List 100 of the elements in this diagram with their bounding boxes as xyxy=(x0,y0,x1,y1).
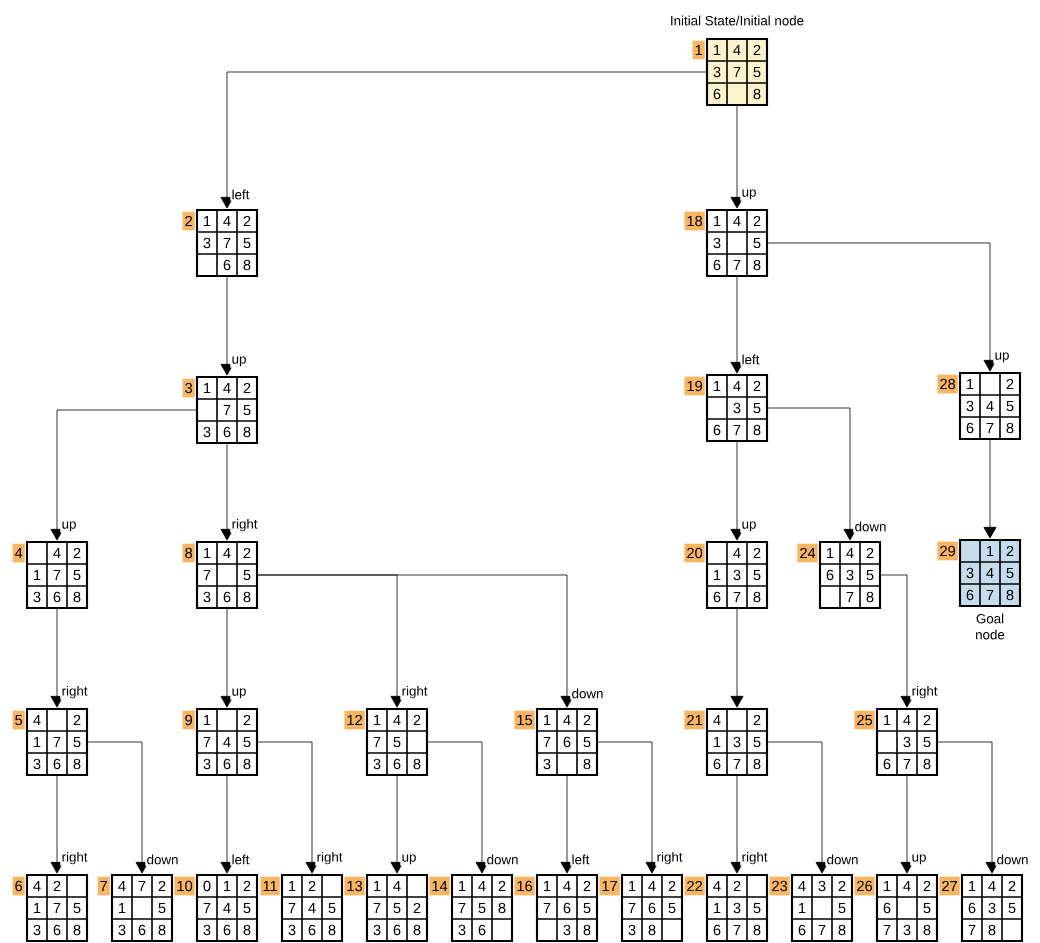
puzzle-grid: 1 4 2 7 5 8 3 6 xyxy=(450,873,514,943)
number-tag: 10 xyxy=(174,876,195,896)
node-label: 5 xyxy=(753,569,761,581)
node-label: 4 xyxy=(563,880,571,892)
edge-label: up xyxy=(230,687,248,700)
edge-label: up xyxy=(740,188,758,201)
node-label: 3 xyxy=(733,736,741,748)
node-label: 1 xyxy=(884,880,891,892)
puzzle-grid: 4 3 2 1 5 6 7 8 xyxy=(790,873,854,943)
node-label: 6 xyxy=(223,259,231,271)
puzzle-grid: 1 4 2 6 5 7 3 8 xyxy=(875,873,939,943)
node-label: 7 xyxy=(373,736,381,748)
node-label: 1 xyxy=(119,902,126,914)
node-label: 3 xyxy=(118,924,126,936)
puzzle-grid: 0 1 2 7 4 5 3 6 8 xyxy=(195,873,259,943)
node-label: 2 xyxy=(243,547,251,559)
node-label: 4 xyxy=(648,880,656,892)
number-tag: 1 xyxy=(692,40,705,60)
node-label: 2 xyxy=(923,714,931,726)
arrow xyxy=(87,741,149,874)
puzzle-grid: 1 4 2 7 6 5 3 8 xyxy=(535,873,599,943)
number-tag: 22 xyxy=(684,876,705,896)
node-label: 2 xyxy=(583,880,591,892)
edge-label: right xyxy=(60,684,89,700)
number-tag: 13 xyxy=(344,876,365,896)
node-label: 4 xyxy=(223,736,231,748)
node-label: 2 xyxy=(243,382,251,394)
node-label: 7 xyxy=(138,880,146,892)
number-tag: 8 xyxy=(182,543,195,563)
node-label: 5 xyxy=(753,902,761,914)
node-label: 5 xyxy=(73,902,81,914)
edge-label: down xyxy=(570,687,605,700)
node-label: 1 xyxy=(544,714,551,726)
node-label: 5 xyxy=(73,569,81,581)
node-label: 1 xyxy=(374,880,381,892)
edge-label: right xyxy=(655,850,684,866)
node-label: 7 xyxy=(288,902,296,914)
arrow xyxy=(50,775,64,874)
node-label: 8 xyxy=(328,924,336,936)
node-label: 2 xyxy=(753,215,761,227)
node-label: 3 xyxy=(33,758,41,770)
node-label: 7 xyxy=(53,569,61,581)
node-label: 7 xyxy=(733,591,741,603)
node-label: 7 xyxy=(53,902,61,914)
edge-label: down xyxy=(145,853,180,866)
node-label: 4 xyxy=(986,400,994,412)
node-label: 1 xyxy=(34,569,41,581)
node-label: 0 xyxy=(203,880,211,892)
node-label: 1 xyxy=(459,880,466,892)
arrow xyxy=(390,775,404,874)
node-label: 4 xyxy=(223,902,231,914)
node-label: 8 xyxy=(866,591,874,603)
edge-label: down xyxy=(485,853,520,866)
node-label: 4 xyxy=(713,880,721,892)
node-label: 6 xyxy=(713,758,721,770)
node-label: 6 xyxy=(393,758,401,770)
node-label: 4 xyxy=(798,880,806,892)
node-label: 1 xyxy=(289,880,296,892)
node-label: 7 xyxy=(458,902,466,914)
node-label: 8 xyxy=(498,902,506,914)
puzzle-grid: 1 4 2 3 7 5 6 8 xyxy=(705,37,769,107)
edge-label: left xyxy=(230,188,251,201)
puzzle-grid: 1 2 7 4 5 3 6 8 xyxy=(280,873,344,943)
node-label: 4 xyxy=(223,547,231,559)
arrow xyxy=(220,775,234,874)
node-label: 3 xyxy=(203,591,211,603)
node-label: 1 xyxy=(629,880,636,892)
node-label: 8 xyxy=(1006,589,1014,601)
node-label: 5 xyxy=(243,404,251,416)
node-label: 8 xyxy=(753,424,761,436)
node-label: 3 xyxy=(733,402,741,414)
node-label: 2 xyxy=(73,547,81,559)
node-label: 2 xyxy=(753,380,761,392)
node-label: 4 xyxy=(563,714,571,726)
node-label: 2 xyxy=(923,880,931,892)
node-label: 5 xyxy=(1008,902,1016,914)
number-tag: 5 xyxy=(12,710,25,730)
node-label: 3 xyxy=(628,924,636,936)
node-label: 5 xyxy=(478,902,486,914)
arrow xyxy=(767,242,997,372)
node-label: 4 xyxy=(903,714,911,726)
node-label: 4 xyxy=(733,44,741,56)
node-label: 2 xyxy=(753,714,761,726)
node-label: 3 xyxy=(818,880,826,892)
number-tag: 24 xyxy=(797,543,818,563)
node-label: 4 xyxy=(988,880,996,892)
node-label: 8 xyxy=(243,758,251,770)
node-label: 6 xyxy=(883,902,891,914)
node-label: 5 xyxy=(753,237,761,249)
arrow xyxy=(50,409,197,541)
node-label: 2 xyxy=(668,880,676,892)
node-label: 1 xyxy=(714,215,721,227)
node-label: 1 xyxy=(34,736,41,748)
node-label: 3 xyxy=(33,924,41,936)
arrow xyxy=(257,574,574,708)
node-label: 2 xyxy=(158,880,166,892)
node-label: 8 xyxy=(73,591,81,603)
node-label: 5 xyxy=(73,736,81,748)
puzzle-grid: 4 2 1 3 5 6 7 8 xyxy=(705,707,769,777)
node-label: 3 xyxy=(733,902,741,914)
